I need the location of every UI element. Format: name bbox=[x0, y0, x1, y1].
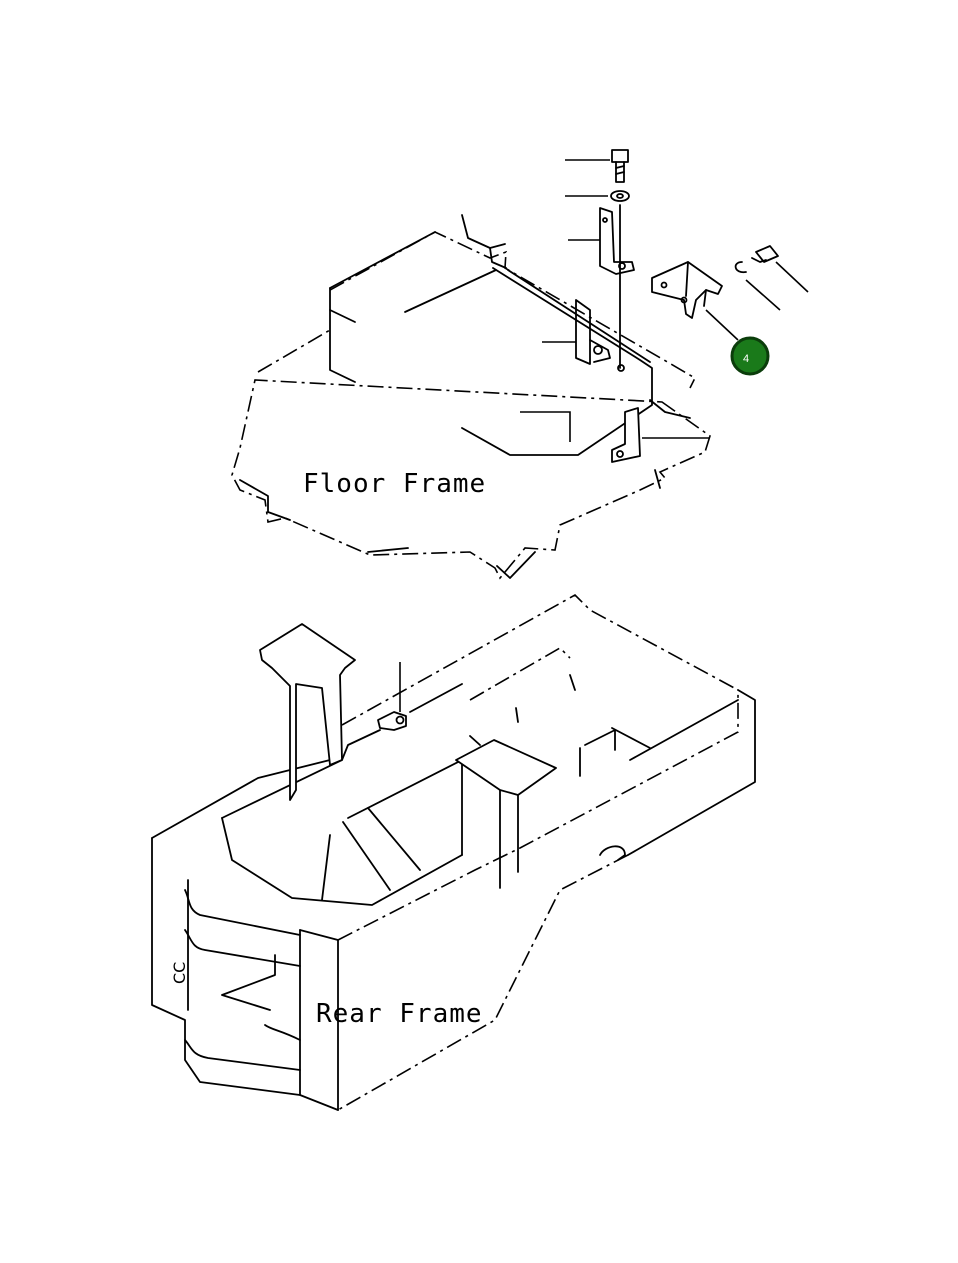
floor-frame-label: Floor Frame bbox=[303, 469, 486, 499]
callout-4-circle[interactable] bbox=[730, 336, 770, 376]
side-bracket bbox=[651, 245, 779, 319]
callout-4[interactable]: 4 bbox=[730, 336, 770, 376]
floor-frame bbox=[231, 149, 711, 580]
rear-frame-label: Rear Frame bbox=[316, 999, 483, 1029]
callout-4-number[interactable]: 4 bbox=[743, 353, 749, 365]
rear-frame-mark: СС bbox=[170, 962, 189, 984]
rear-frame bbox=[151, 594, 756, 1111]
leader-lines bbox=[399, 159, 809, 712]
